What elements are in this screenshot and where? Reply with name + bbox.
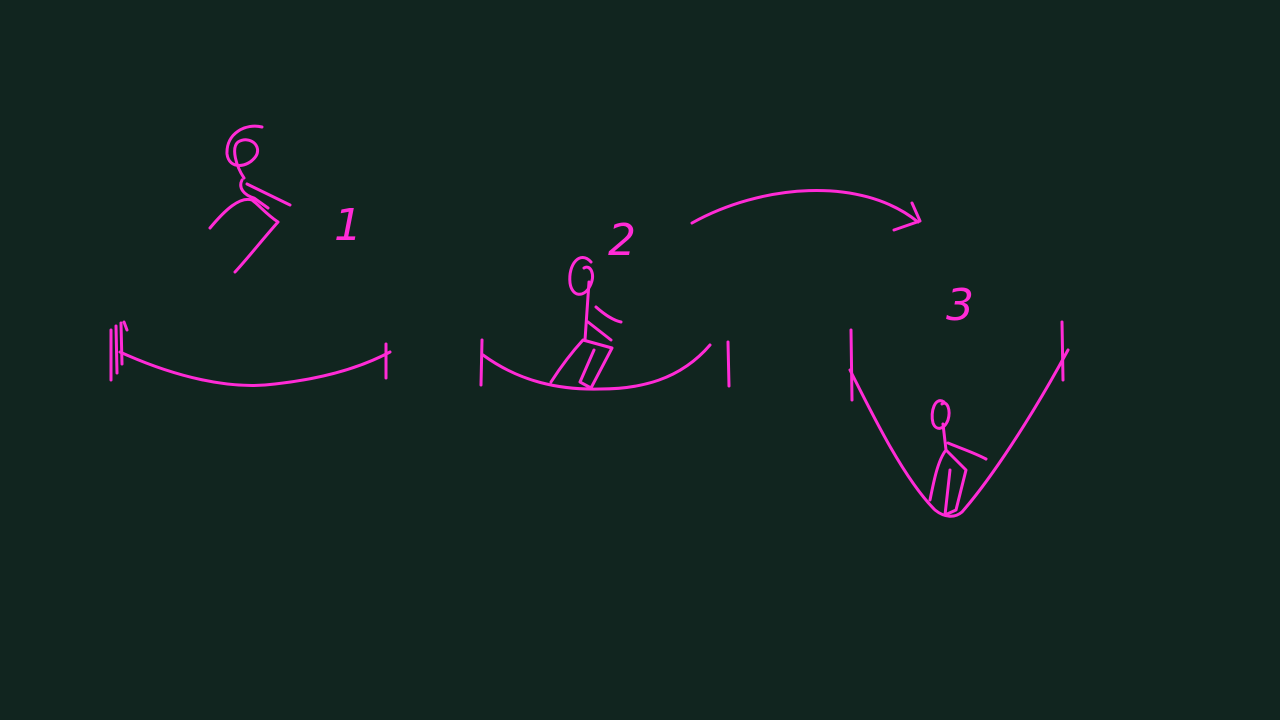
transition-arrow <box>690 189 922 232</box>
scene-3-figure-head <box>930 399 951 430</box>
transition-arrow-head <box>892 201 922 232</box>
scene-2-track-curve <box>481 343 712 391</box>
scene-2-figure <box>549 256 623 390</box>
label-1: 1 <box>334 200 362 251</box>
scene-1-figure-arm <box>245 182 292 207</box>
scene-2-figure-body <box>583 280 591 342</box>
scene-1-figure-legs <box>208 197 280 274</box>
scene-2-figure-arm <box>586 305 623 342</box>
scene-3-figure-legs <box>928 448 968 517</box>
scene-2-figure-legs <box>549 338 614 390</box>
scene-1-figure-head <box>225 124 264 180</box>
scene-1-left-post <box>109 320 129 382</box>
scene-3 <box>848 320 1070 518</box>
scene-1-figure <box>208 124 292 274</box>
scene-1-track-curve <box>118 350 392 387</box>
scene-3-left-post <box>849 328 854 402</box>
scene-1 <box>109 124 392 387</box>
transition-arrow-arc <box>690 189 920 225</box>
label-3: 3 <box>946 280 974 331</box>
scene-2-right-post <box>726 340 731 388</box>
scene-1-figure-body <box>239 178 270 210</box>
scene-3-figure <box>928 399 988 517</box>
scene-3-right-post <box>1060 320 1065 382</box>
scene-3-figure-arm <box>946 441 988 461</box>
label-2: 2 <box>608 215 636 266</box>
scene-2 <box>479 256 731 391</box>
scene-2-figure-head <box>568 256 594 296</box>
scene-3-track-curve <box>848 348 1070 518</box>
scene-3-figure-body <box>941 422 948 452</box>
scene-2-left-post <box>479 338 484 387</box>
